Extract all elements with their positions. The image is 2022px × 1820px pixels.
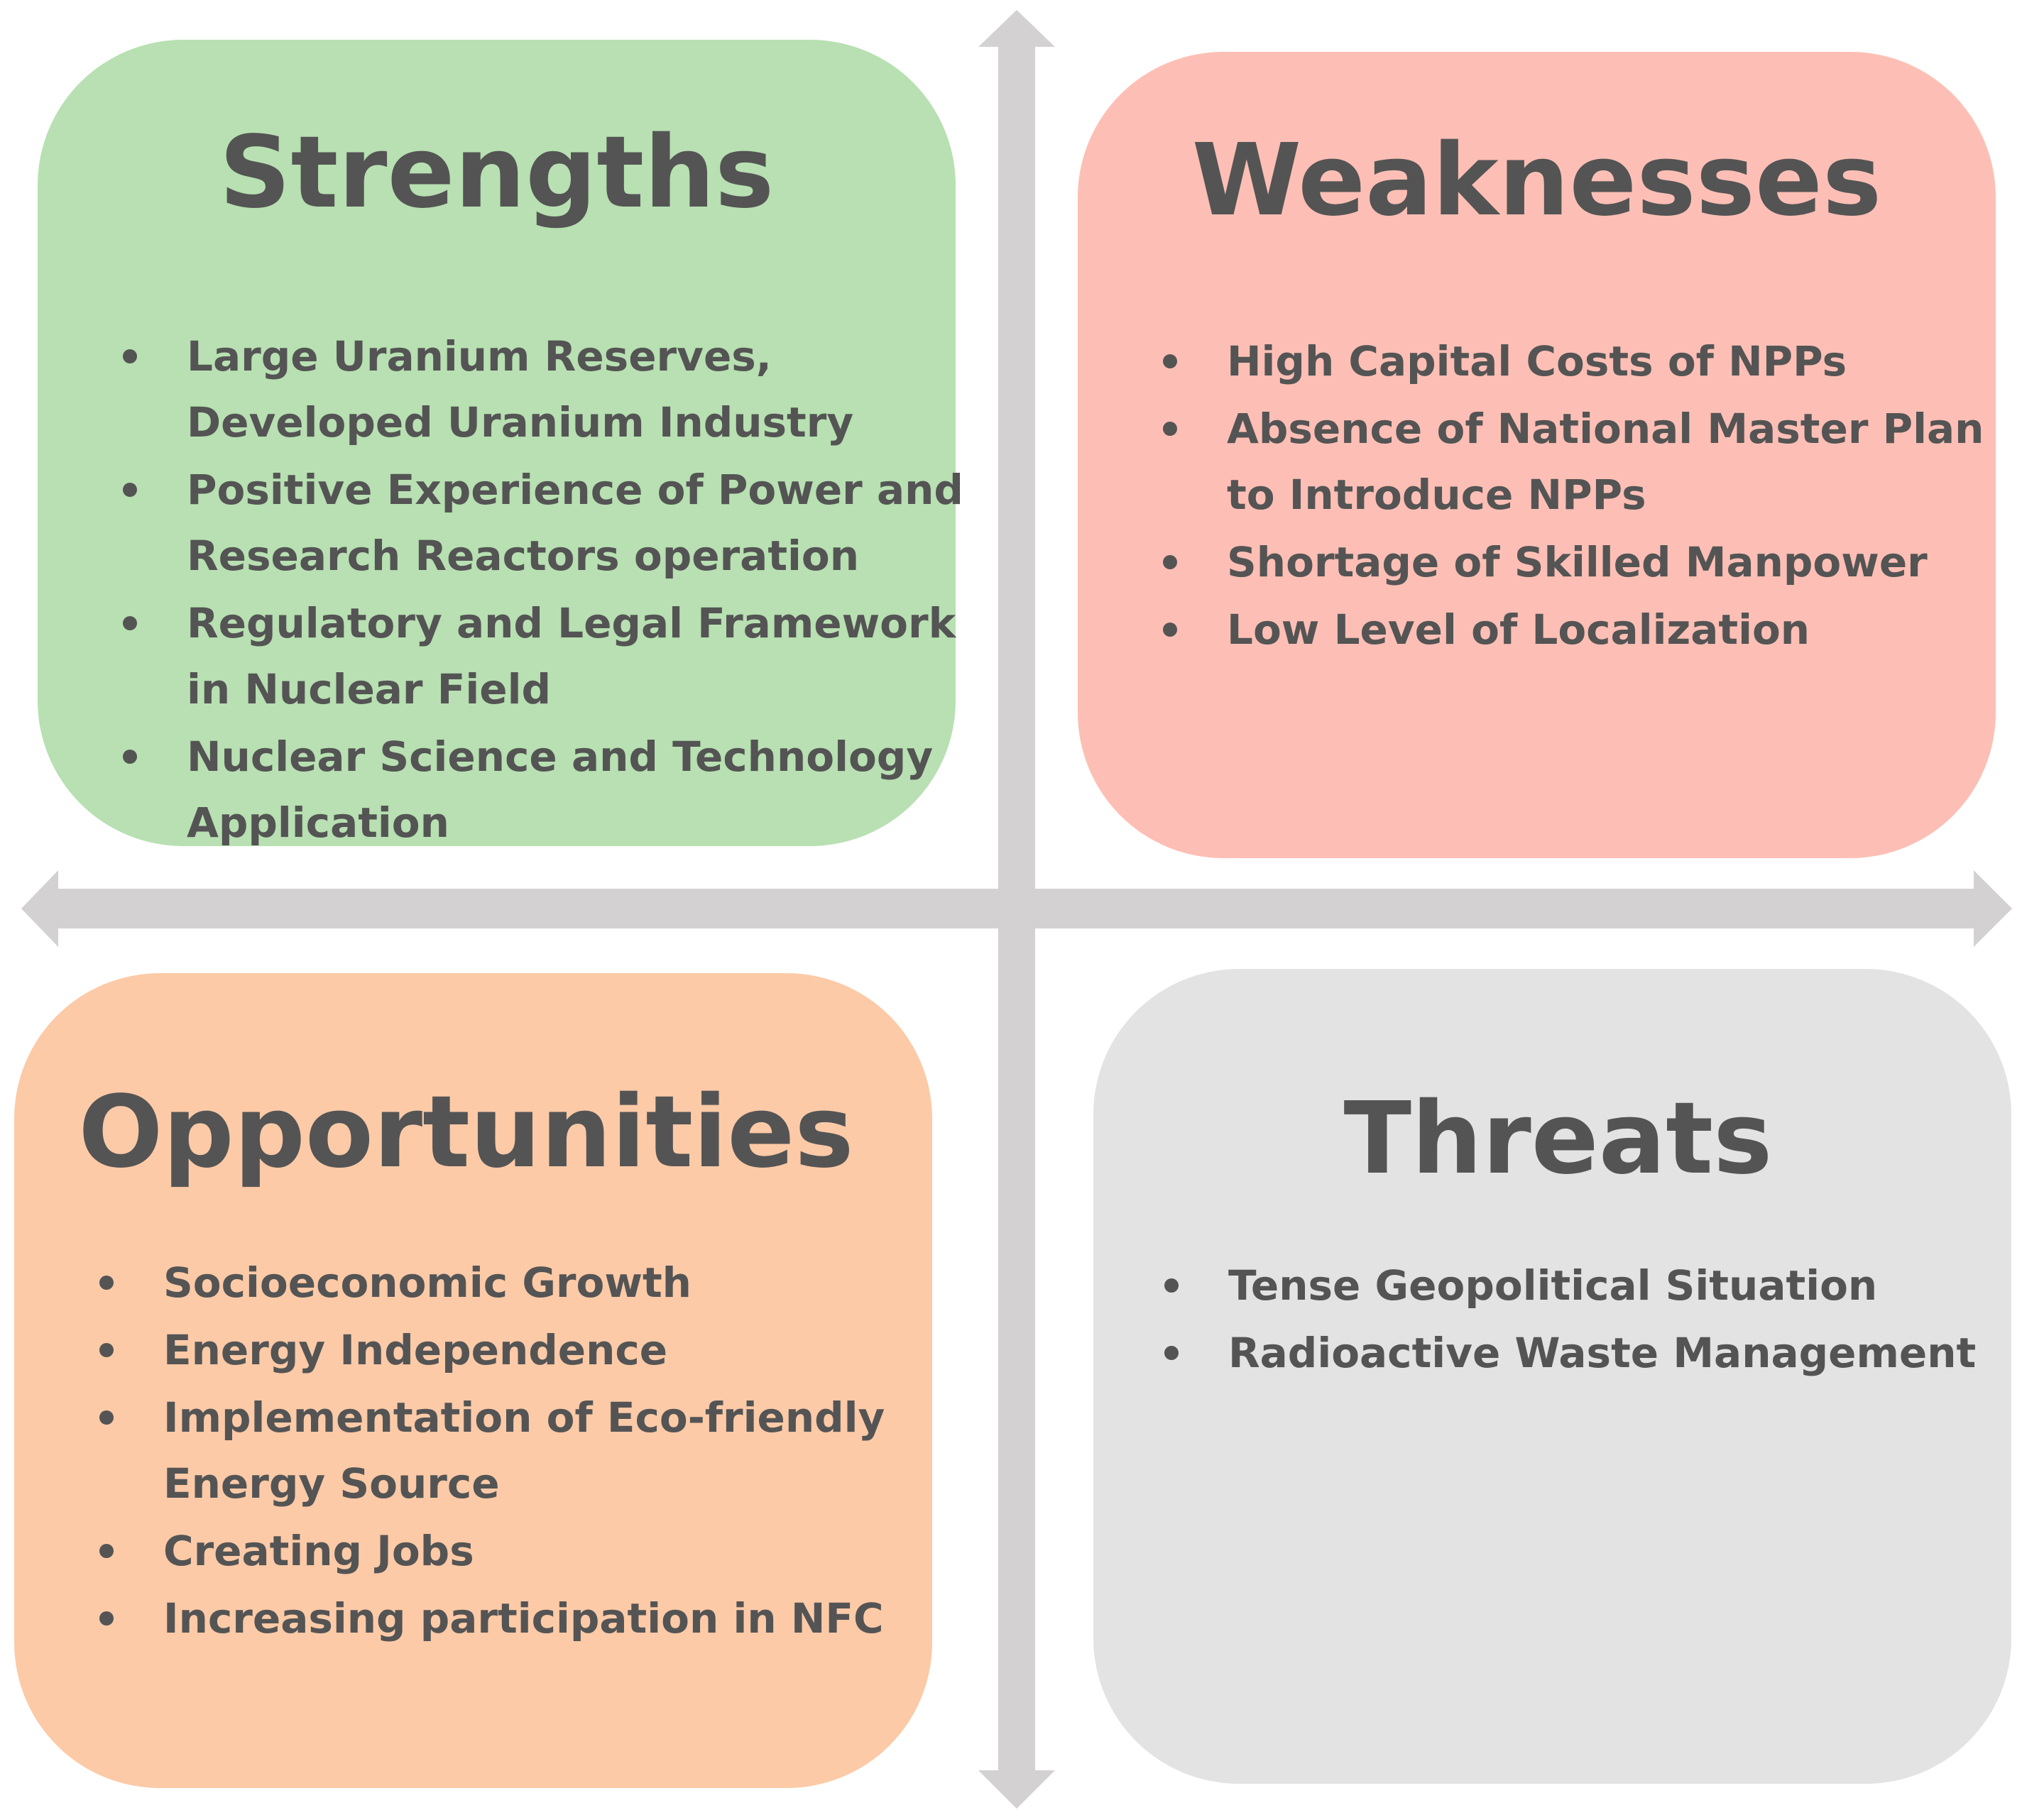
bullet-icon bbox=[1163, 555, 1177, 569]
bullet-icon bbox=[1164, 1278, 1179, 1293]
list-item-line: in Nuclear Field bbox=[187, 665, 551, 713]
list-item-line: Nuclear Science and Technology bbox=[187, 733, 934, 781]
list-item-line: Socioeconomic Growth bbox=[163, 1259, 692, 1307]
list-item: Tense Geopolitical Situation bbox=[1164, 1253, 1976, 1319]
bullet-icon bbox=[1164, 1346, 1179, 1360]
list-item-line: Developed Uranium Industry bbox=[187, 398, 854, 446]
bullet-icon bbox=[99, 1611, 114, 1626]
list-item: Creating Jobs bbox=[99, 1518, 885, 1584]
list-item-line: Regulatory and Legal Framework bbox=[187, 599, 956, 647]
list-item-line: Research Reactors operation bbox=[187, 532, 860, 580]
bullet-icon bbox=[123, 750, 137, 764]
list-item: High Capital Costs of NPPs bbox=[1163, 329, 1984, 395]
strengths-list: Large Uranium Reserves, Developed Uranium… bbox=[123, 324, 963, 857]
list-item-line: Energy Independence bbox=[163, 1326, 668, 1374]
list-item-line: Energy Source bbox=[163, 1459, 500, 1508]
list-item-line: High Capital Costs of NPPs bbox=[1227, 337, 1847, 385]
bullet-icon bbox=[99, 1544, 114, 1558]
strengths-quadrant: Strengths Large Uranium Reserves, Develop… bbox=[38, 40, 963, 847]
list-item-line: Positive Experience of Power and bbox=[187, 466, 963, 514]
bullet-icon bbox=[1163, 623, 1177, 637]
list-item-line: Absence of National Master Plan bbox=[1227, 405, 1984, 453]
arrow-right-icon bbox=[1974, 870, 2012, 947]
list-item: Increasing participation in NFC bbox=[99, 1586, 885, 1652]
bullet-icon bbox=[123, 349, 137, 363]
arrow-left-icon bbox=[21, 870, 58, 947]
arrow-down-icon bbox=[978, 1770, 1055, 1809]
bullet-icon bbox=[1163, 422, 1177, 436]
weaknesses-title: Weaknesses bbox=[1191, 123, 1882, 239]
opportunities-title: Opportunities bbox=[78, 1075, 854, 1190]
list-item-line: Low Level of Localization bbox=[1227, 605, 1810, 654]
list-item: Radioactive Waste Management bbox=[1164, 1320, 1976, 1386]
list-item: Large Uranium Reserves, Developed Uranium… bbox=[123, 324, 963, 456]
list-item-line: Radioactive Waste Management bbox=[1228, 1329, 1977, 1377]
bullet-icon bbox=[123, 616, 137, 630]
horizontal-axis bbox=[50, 889, 1974, 928]
list-item-line: Increasing participation in NFC bbox=[163, 1594, 884, 1643]
bullet-icon bbox=[99, 1276, 114, 1290]
list-item-line: Tense Geopolitical Situation bbox=[1228, 1261, 1878, 1310]
bullet-icon bbox=[1163, 354, 1177, 368]
arrow-up-icon bbox=[978, 10, 1055, 47]
list-item: Low Level of Localization bbox=[1163, 597, 1984, 663]
bullet-icon bbox=[99, 1410, 114, 1425]
list-item: Socioeconomic Growth bbox=[99, 1250, 885, 1316]
bullet-icon bbox=[99, 1343, 114, 1357]
list-item-line: to Introduce NPPs bbox=[1227, 471, 1646, 519]
list-item: Regulatory and Legal Framework in Nuclear… bbox=[123, 591, 963, 723]
strengths-title: Strengths bbox=[219, 115, 775, 231]
list-item-line: Implementation of Eco-friendly bbox=[163, 1393, 885, 1442]
list-item-line: Application bbox=[187, 799, 449, 847]
list-item-line: Shortage of Skilled Manpower bbox=[1227, 538, 1928, 586]
list-item-line: Creating Jobs bbox=[163, 1527, 474, 1575]
list-item: Shortage of Skilled Manpower bbox=[1163, 530, 1984, 596]
bullet-icon bbox=[123, 483, 137, 497]
list-item: Energy Independence bbox=[99, 1317, 885, 1383]
list-item-line: Large Uranium Reserves, bbox=[187, 332, 772, 380]
threats-title: Threats bbox=[1343, 1081, 1773, 1197]
list-item: Absence of National Master Plan to Introd… bbox=[1163, 396, 1984, 528]
